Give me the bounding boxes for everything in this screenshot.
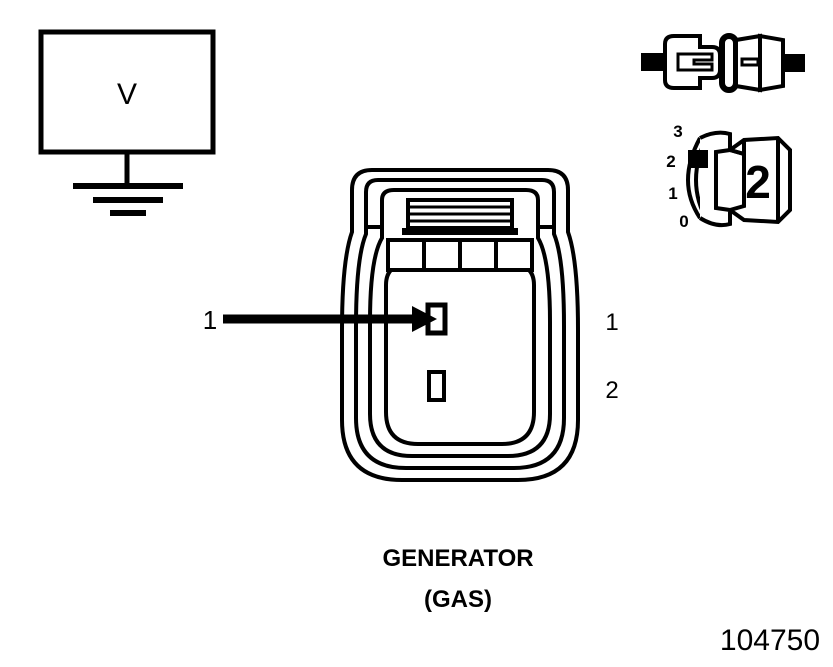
figure-caption-line-2: (GAS)	[424, 586, 492, 613]
connector-face-group	[340, 168, 580, 482]
iso-scale-label-1: 1	[668, 184, 677, 203]
callout-arrow-head	[412, 306, 437, 332]
terminal-label-1: 1	[605, 309, 618, 336]
side-view-slot	[740, 57, 760, 67]
iso-seal-body	[698, 130, 732, 228]
side-view-wire-stub-right	[783, 54, 805, 72]
iso-position-marker	[688, 150, 708, 168]
figure-number: 104750	[720, 624, 820, 657]
voltmeter-symbol-label: V	[117, 78, 137, 111]
connector-latch-ribbed	[402, 198, 518, 235]
terminal-label-2: 2	[605, 377, 618, 404]
latch-base-bar	[402, 228, 518, 235]
iso-body-top-edge	[729, 140, 746, 157]
iso-scale-label-0: 0	[679, 212, 688, 231]
iso-scale-label-3: 3	[673, 122, 682, 141]
connector-inner-body	[384, 261, 536, 446]
figure-caption-line-1: GENERATOR	[382, 545, 533, 572]
voltmeter-body	[38, 29, 216, 155]
terminal-cavity-2	[427, 370, 446, 402]
side-view-seal-ring	[719, 33, 739, 93]
voltmeter-group: V	[38, 29, 216, 216]
side-view-right-half-rear	[758, 33, 785, 93]
side-view-left-half-blade	[676, 52, 714, 72]
connector-side-view-group	[641, 33, 805, 93]
callout-label-1: 1	[203, 305, 217, 335]
callout-arrow-group: 1	[203, 305, 437, 335]
iso-body-label: 2	[745, 156, 771, 208]
connector-iso-view-group: 2 3 2 1 0	[666, 122, 792, 231]
iso-scale-label-2: 2	[666, 152, 675, 171]
side-view-wire-stub-left	[641, 53, 665, 71]
